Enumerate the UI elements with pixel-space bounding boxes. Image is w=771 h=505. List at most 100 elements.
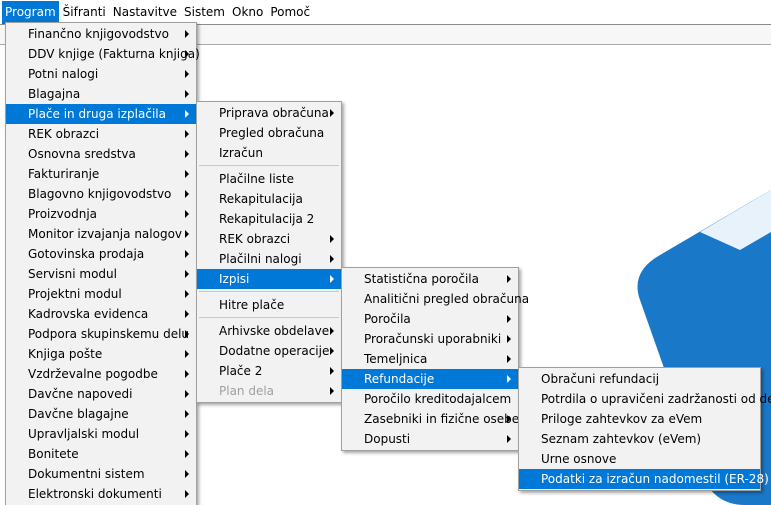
menu-item-izpisi[interactable]: Izpisi — [197, 269, 341, 289]
menu-item-monitor-izvajanja-nalogov[interactable]: Monitor izvajanja nalogov — [6, 224, 196, 244]
menu-item-rek-obrazci[interactable]: REK obrazci — [197, 229, 341, 249]
menu-item-pregled-obracuna[interactable]: Pregled obračuna — [197, 123, 341, 143]
menu-item-potni-nalogi[interactable]: Potni nalogi — [6, 64, 196, 84]
submenu-arrow-icon — [330, 275, 334, 283]
submenu-arrow-icon — [185, 70, 189, 78]
submenu-arrow-icon — [185, 110, 189, 118]
submenu-arrow-icon — [185, 230, 189, 238]
submenu-arrow-icon — [507, 275, 511, 283]
menu-item-label: Potrdila o upravičeni zadržanosti od del… — [541, 392, 771, 406]
menu-item-label: Arhivske obdelave — [219, 324, 330, 338]
menu-item-kadrovska-evidenca[interactable]: Kadrovska evidenca — [6, 304, 196, 324]
menu-item-podpora-skupinskemu-delu[interactable]: Podpora skupinskemu delu — [6, 324, 196, 344]
menu-item-rek-obrazci[interactable]: REK obrazci — [6, 124, 196, 144]
menu-item-place-2[interactable]: Plače 2 — [197, 361, 341, 381]
menu-item-vzdrzevalne-pogodbe[interactable]: Vzdrževalne pogodbe — [6, 364, 196, 384]
menu-item-plan-dela: Plan dela — [197, 381, 341, 401]
submenu-arrow-icon — [330, 235, 334, 243]
menu-item-arhivske-obdelave[interactable]: Arhivske obdelave — [197, 321, 341, 341]
menu-item-label: Poročila — [364, 312, 411, 326]
menu-item-label: Dokumentni sistem — [28, 467, 145, 481]
menu-item-label: DDV knjige (Fakturna knjiga) — [28, 47, 200, 61]
menu-item-upravljalski-modul[interactable]: Upravljalski modul — [6, 424, 196, 444]
menu-item-label: Poročilo kreditodajalcem — [364, 392, 512, 406]
menu-item-priloge-zahtevkov-za-evem[interactable]: Priloge zahtevkov za eVem — [519, 409, 760, 429]
menu-item-porocila[interactable]: Poročila — [342, 309, 518, 329]
menu-item-label: Zasebniki in fizične osebe — [364, 412, 520, 426]
submenu-arrow-icon — [185, 330, 189, 338]
menubar-item-program[interactable]: Program — [2, 0, 59, 24]
menu-item-label: Izpisi — [219, 272, 250, 286]
menu-item-servisni-modul[interactable]: Servisni modul — [6, 264, 196, 284]
menu-item-elektronski-dokumenti[interactable]: Elektronski dokumenti — [6, 484, 196, 504]
menubar-item-sifranti[interactable]: Šifranti — [62, 4, 106, 19]
menu-item-rekapitulacija-2[interactable]: Rekapitulacija 2 — [197, 209, 341, 229]
menu-item-urne-osnove[interactable]: Urne osnove — [519, 449, 760, 469]
menu-item-dopusti[interactable]: Dopusti — [342, 429, 518, 449]
menubar-item-nastavitve[interactable]: Nastavitve — [112, 4, 178, 19]
menu-item-priprava-obracuna[interactable]: Priprava obračuna — [197, 103, 341, 123]
menu-item-hitre-place[interactable]: Hitre plače — [197, 295, 341, 315]
menu-item-blagovno-knjigovodstvo[interactable]: Blagovno knjigovodstvo — [6, 184, 196, 204]
menu-item-label: Finančno knjigovodstvo — [28, 27, 169, 41]
menubar-item-pomoc[interactable]: Pomoč — [270, 4, 311, 19]
menubar-item-sistem[interactable]: Sistem — [184, 4, 225, 19]
menu-item-label: Rekapitulacija — [219, 192, 303, 206]
menu-item-blagajna[interactable]: Blagajna — [6, 84, 196, 104]
menu-item-dokumentni-sistem[interactable]: Dokumentni sistem — [6, 464, 196, 484]
menu-item-izracun[interactable]: Izračun — [197, 143, 341, 163]
menu-item-refundacije[interactable]: Refundacije — [342, 369, 518, 389]
menu-item-bonitete[interactable]: Bonitete — [6, 444, 196, 464]
menu-item-proizvodnja[interactable]: Proizvodnja — [6, 204, 196, 224]
menu-item-financno-knjigovodstvo[interactable]: Finančno knjigovodstvo — [6, 24, 196, 44]
menubar-item-okno[interactable]: Okno — [232, 4, 264, 19]
menu-item-obracuni-refundacij[interactable]: Obračuni refundacij — [519, 369, 760, 389]
menu-item-fakturiranje[interactable]: Fakturiranje — [6, 164, 196, 184]
menu-item-proracunski-uporabniki[interactable]: Proračunski uporabniki — [342, 329, 518, 349]
submenu-arrow-icon — [185, 170, 189, 178]
submenu-arrow-icon — [185, 430, 189, 438]
submenu-arrow-icon — [185, 490, 189, 498]
submenu-arrow-icon — [185, 410, 189, 418]
menu-item-knjiga-poste[interactable]: Knjiga pošte — [6, 344, 196, 364]
submenu-arrow-icon — [185, 130, 189, 138]
menu-item-ddv-knjige-fakturna-knjiga[interactable]: DDV knjige (Fakturna knjiga) — [6, 44, 200, 64]
menu-item-label: Vzdrževalne pogodbe — [28, 367, 158, 381]
menu-item-label: Blagajna — [28, 87, 81, 101]
submenu-arrow-icon — [330, 387, 334, 395]
submenu-arrow-icon — [330, 347, 334, 355]
menu-item-porocilo-kreditodajalcem[interactable]: Poročilo kreditodajalcem — [342, 389, 518, 409]
menu-item-place-in-druga-izplacila[interactable]: Plače in druga izplačila — [6, 104, 196, 124]
menu-item-zasebniki-in-fizicne-osebe[interactable]: Zasebniki in fizične osebe — [342, 409, 520, 429]
menu-item-label: Proizvodnja — [28, 207, 98, 221]
menu-separator — [197, 163, 341, 169]
menu-item-analiticni-pregled-obracuna[interactable]: Analitični pregled obračuna — [342, 289, 529, 309]
menu-item-rekapitulacija[interactable]: Rekapitulacija — [197, 189, 341, 209]
menu-item-label: Seznam zahtevkov (eVem) — [541, 432, 702, 446]
menu-item-seznam-zahtevkov-evem[interactable]: Seznam zahtevkov (eVem) — [519, 429, 760, 449]
submenu-arrow-icon — [185, 470, 189, 478]
menu-item-label: Rekapitulacija 2 — [219, 212, 315, 226]
menu-item-label: Plače in druga izplačila — [28, 107, 166, 121]
menu-item-statisticna-porocila[interactable]: Statistična poročila — [342, 269, 518, 289]
menu-item-podatki-za-izracun-nadomestil-er-28[interactable]: Podatki za izračun nadomestil (ER-28) — [519, 469, 769, 489]
menu-item-label: Servisni modul — [28, 267, 117, 281]
menu-item-osnovna-sredstva[interactable]: Osnovna sredstva — [6, 144, 196, 164]
menu-item-label: Osnovna sredstva — [28, 147, 136, 161]
menu-item-label: Analitični pregled obračuna — [364, 292, 530, 306]
submenu-arrow-icon — [185, 310, 189, 318]
menu-item-projektni-modul[interactable]: Projektni modul — [6, 284, 196, 304]
menu-item-gotovinska-prodaja[interactable]: Gotovinska prodaja — [6, 244, 196, 264]
menu-item-placilne-liste[interactable]: Plačilne liste — [197, 169, 341, 189]
menu-item-label: Gotovinska prodaja — [28, 247, 145, 261]
menu-item-temeljnica[interactable]: Temeljnica — [342, 349, 518, 369]
menu-item-placilni-nalogi[interactable]: Plačilni nalogi — [197, 249, 341, 269]
menu-item-davcne-blagajne[interactable]: Davčne blagajne — [6, 404, 196, 424]
menu-item-davcne-napovedi[interactable]: Davčne napovedi — [6, 384, 196, 404]
menu-item-dodatne-operacije[interactable]: Dodatne operacije — [197, 341, 341, 361]
menu-item-label: Pregled obračuna — [219, 126, 325, 140]
menu-item-potrdila-o-upraviceni-zadrzanosti-od-dela[interactable]: Potrdila o upravičeni zadržanosti od del… — [519, 389, 771, 409]
